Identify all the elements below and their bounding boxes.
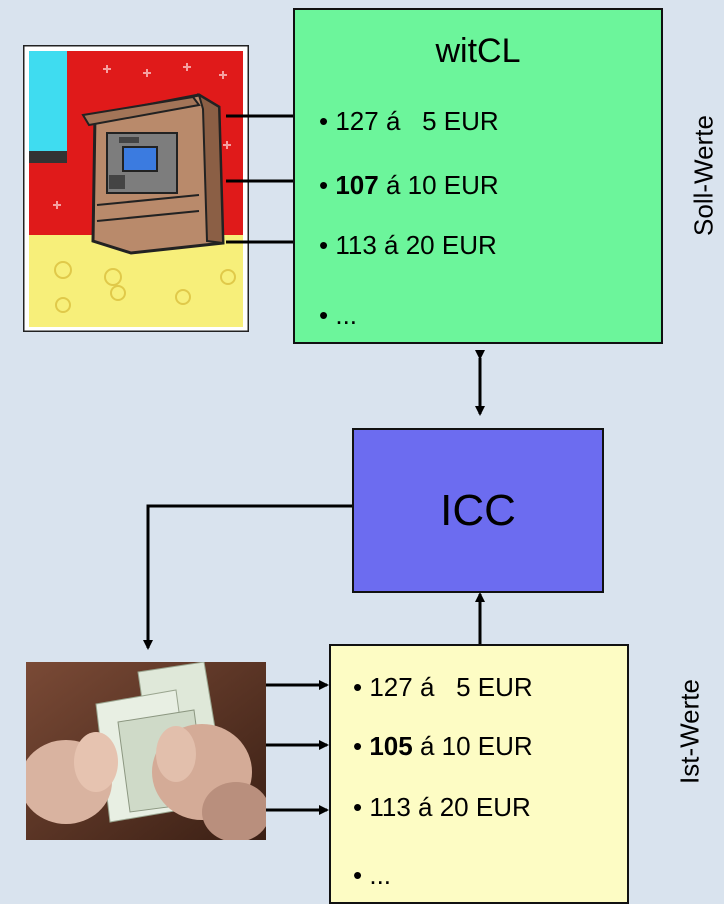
ist-item-2: • 105 á 10 EUR xyxy=(353,731,533,761)
witcl-item-1: • 127 á 5 EUR xyxy=(319,106,499,136)
counting-cash-photo xyxy=(26,662,266,840)
witcl-item-3: • 113 á 20 EUR xyxy=(319,230,497,260)
witcl-title: witCL xyxy=(435,32,521,70)
witcl-box: witCL • 127 á 5 EUR • 107 á 10 EUR • 113… xyxy=(293,8,663,344)
witcl-item-4: • ... xyxy=(319,300,358,330)
ist-box: • 127 á 5 EUR • 105 á 10 EUR • 113 á 20 … xyxy=(329,644,629,904)
ist-item-4: • ... xyxy=(353,860,392,890)
witcl-item-2: • 107 á 10 EUR xyxy=(319,170,499,200)
icc-title: ICC xyxy=(440,485,516,535)
icc-box: ICC xyxy=(352,428,604,593)
atm-machine-icon xyxy=(23,45,249,332)
ist-item-3: • 113 á 20 EUR xyxy=(353,792,531,822)
ist-item-1: • 127 á 5 EUR xyxy=(353,672,533,702)
icc-money-arrow xyxy=(143,504,352,650)
ist-werte-label: Ist-Werte xyxy=(674,679,705,784)
soll-werte-label: Soll-Werte xyxy=(688,115,719,236)
